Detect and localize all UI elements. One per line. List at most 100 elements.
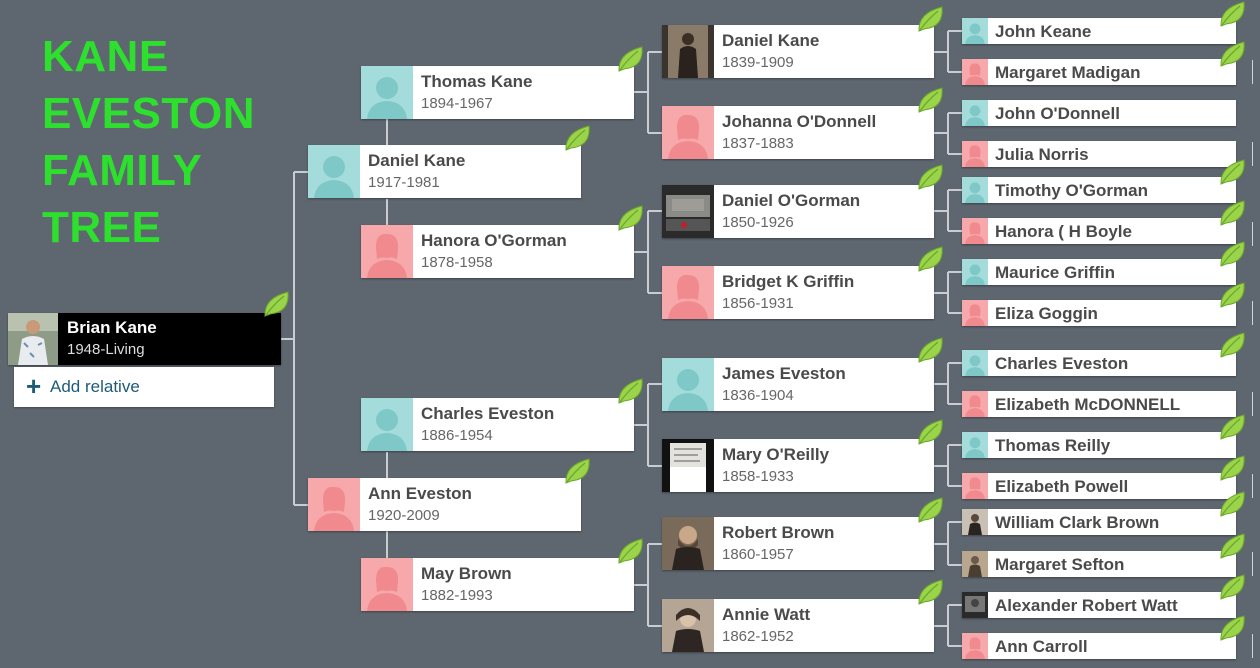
- person-dates: 1836-1904: [722, 387, 794, 404]
- next-generation-stub[interactable]: [1252, 301, 1260, 325]
- person-card[interactable]: Hanora O'Gorman 1878-1958: [361, 225, 634, 278]
- person-card[interactable]: Mary O'Reilly 1858-1933: [662, 439, 934, 492]
- person-card[interactable]: Annie Watt 1862-1952: [662, 599, 934, 652]
- person-card-small[interactable]: Margaret Madigan: [962, 59, 1236, 85]
- person-dates: 1850-1926: [722, 214, 794, 231]
- leaf-hint-icon[interactable]: [916, 578, 946, 606]
- next-generation-stub[interactable]: [1252, 392, 1260, 416]
- person-card[interactable]: Ann Eveston 1920-2009: [308, 478, 581, 531]
- person-dates: 1837-1883: [722, 135, 794, 152]
- leaf-hint-icon[interactable]: [1218, 614, 1248, 642]
- leaf-hint-icon[interactable]: [563, 457, 593, 485]
- leaf-hint-icon[interactable]: [916, 5, 946, 33]
- person-card-small[interactable]: John O'Donnell: [962, 100, 1236, 126]
- person-card-small[interactable]: Thomas Reilly: [962, 432, 1236, 458]
- person-name: Hanora O'Gorman: [421, 231, 567, 250]
- page-title: KANE EVESTON FAMILY TREE: [42, 28, 255, 256]
- leaf-hint-icon[interactable]: [1218, 0, 1248, 28]
- leaf-hint-icon[interactable]: [1218, 490, 1248, 518]
- person-photo: [962, 509, 988, 535]
- person-dates: 1920-2009: [368, 507, 440, 524]
- person-card-small[interactable]: Elizabeth McDONNELL: [962, 391, 1236, 417]
- person-card[interactable]: Thomas Kane 1894-1967: [361, 66, 634, 119]
- person-card-small[interactable]: Timothy O'Gorman: [962, 177, 1236, 203]
- person-silhouette-icon: [962, 218, 988, 244]
- person-card-small[interactable]: Charles Eveston: [962, 350, 1236, 376]
- leaf-hint-icon[interactable]: [1218, 281, 1248, 309]
- person-dates: 1917-1981: [368, 174, 440, 191]
- person-dates: 1862-1952: [722, 628, 794, 645]
- add-relative-button[interactable]: + Add relative: [14, 367, 274, 407]
- next-generation-stub[interactable]: [1252, 222, 1260, 246]
- leaf-hint-icon[interactable]: [1218, 573, 1248, 601]
- leaf-hint-icon[interactable]: [1218, 158, 1248, 186]
- person-card[interactable]: Daniel Kane 1917-1981: [308, 145, 581, 198]
- person-name: Daniel Kane: [368, 151, 466, 170]
- person-photo: [662, 25, 714, 78]
- person-silhouette-icon: [962, 350, 988, 376]
- person-card[interactable]: Charles Eveston 1886-1954: [361, 398, 634, 451]
- leaf-hint-icon[interactable]: [616, 204, 646, 232]
- leaf-hint-icon[interactable]: [1218, 331, 1248, 359]
- next-generation-stub[interactable]: [1252, 474, 1260, 498]
- person-card[interactable]: Robert Brown 1860-1957: [662, 517, 934, 570]
- leaf-hint-icon[interactable]: [616, 537, 646, 565]
- leaf-hint-icon[interactable]: [1218, 454, 1248, 482]
- leaf-hint-icon[interactable]: [1218, 40, 1248, 68]
- person-card-small[interactable]: Julia Norris: [962, 141, 1236, 167]
- person-card-small[interactable]: Ann Carroll: [962, 633, 1236, 659]
- person-silhouette-icon: [308, 478, 360, 531]
- next-generation-stub[interactable]: [1252, 142, 1260, 166]
- person-silhouette-icon: [962, 59, 988, 85]
- leaf-hint-icon[interactable]: [916, 336, 946, 364]
- person-silhouette-icon: [962, 141, 988, 167]
- person-card-small[interactable]: Hanora ( H Boyle: [962, 218, 1236, 244]
- leaf-hint-icon[interactable]: [616, 377, 646, 405]
- person-dates: 1856-1931: [722, 295, 794, 312]
- leaf-hint-icon[interactable]: [563, 124, 593, 152]
- leaf-hint-icon[interactable]: [616, 45, 646, 73]
- leaf-hint-icon[interactable]: [1218, 413, 1248, 441]
- person-card[interactable]: Daniel O'Gorman 1850-1926: [662, 185, 934, 238]
- leaf-hint-icon[interactable]: [916, 418, 946, 446]
- next-generation-stub[interactable]: [1252, 634, 1260, 658]
- person-silhouette-icon: [662, 358, 714, 411]
- person-name: Mary O'Reilly: [722, 445, 830, 464]
- person-name: Eliza Goggin: [995, 304, 1098, 323]
- person-card[interactable]: James Eveston 1836-1904: [662, 358, 934, 411]
- person-card-small[interactable]: William Clark Brown: [962, 509, 1236, 535]
- plus-icon: +: [26, 371, 42, 401]
- person-card[interactable]: May Brown 1882-1993: [361, 558, 634, 611]
- leaf-hint-icon[interactable]: [1218, 240, 1248, 268]
- leaf-hint-icon[interactable]: [916, 163, 946, 191]
- leaf-hint-icon[interactable]: [916, 245, 946, 273]
- person-card-small[interactable]: Alexander Robert Watt: [962, 592, 1236, 618]
- person-dates: 1839-1909: [722, 54, 794, 71]
- person-card-small[interactable]: Eliza Goggin: [962, 300, 1236, 326]
- person-name: Margaret Madigan: [995, 63, 1141, 82]
- person-name: Daniel O'Gorman: [722, 191, 861, 210]
- person-card[interactable]: Daniel Kane 1839-1909: [662, 25, 934, 78]
- person-silhouette-icon: [962, 100, 988, 126]
- next-generation-stub[interactable]: [1252, 60, 1260, 84]
- person-silhouette-icon: [962, 18, 988, 44]
- person-card[interactable]: Johanna O'Donnell 1837-1883: [662, 106, 934, 159]
- leaf-hint-icon[interactable]: [1218, 532, 1248, 560]
- leaf-hint-icon[interactable]: [916, 86, 946, 114]
- leaf-hint-icon[interactable]: [1218, 199, 1248, 227]
- person-name: Charles Eveston: [421, 404, 555, 423]
- leaf-hint-icon[interactable]: [916, 496, 946, 524]
- person-dates: 1882-1993: [421, 587, 493, 604]
- person-name: Thomas Kane: [421, 72, 533, 91]
- person-name: Annie Watt: [722, 605, 811, 624]
- person-card-small[interactable]: Elizabeth Powell: [962, 473, 1236, 499]
- next-generation-stub[interactable]: [1252, 552, 1260, 576]
- person-card-small[interactable]: Margaret Sefton: [962, 551, 1236, 577]
- leaf-hint-icon[interactable]: [262, 290, 292, 318]
- person-card-small[interactable]: Maurice Griffin: [962, 259, 1236, 285]
- title-line: KANE: [42, 32, 169, 81]
- person-name: Hanora ( H Boyle: [995, 222, 1132, 241]
- person-card-small[interactable]: John Keane: [962, 18, 1236, 44]
- root-person-card[interactable]: Brian Kane 1948-Living: [8, 313, 281, 365]
- person-card[interactable]: Bridget K Griffin 1856-1931: [662, 266, 934, 319]
